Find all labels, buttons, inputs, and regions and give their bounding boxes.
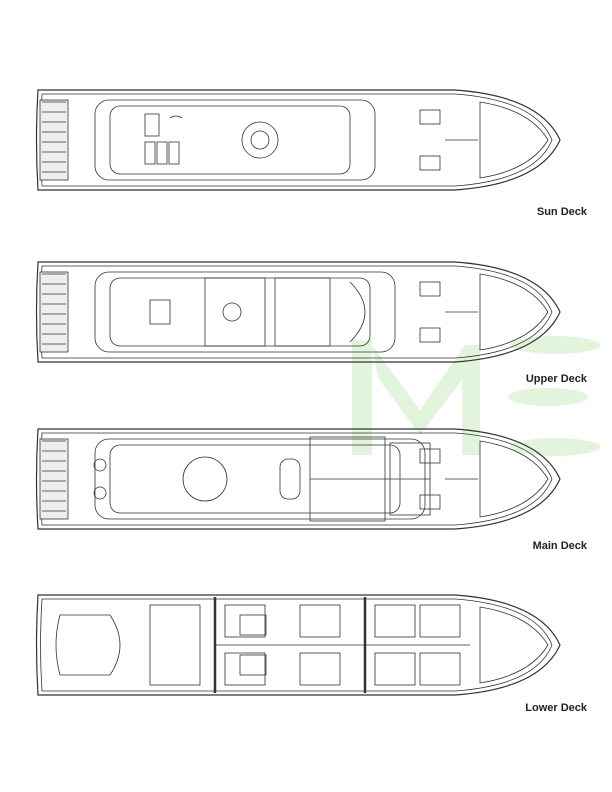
lower-deck-label: Lower Deck [525,702,587,714]
watermark-logo [352,336,600,456]
hull-outline [35,428,561,530]
main-deck-label: Main Deck [532,540,587,552]
upper-deck-label: Upper Deck [525,373,587,385]
hull-inner-line [40,598,553,692]
sun-deck-plan [35,89,561,191]
hull-outline [35,261,561,363]
hull-outline [35,594,561,696]
lower-deck-plan [35,594,561,696]
hull-outline [35,89,561,191]
sun-deck-label: Sun Deck [536,206,587,218]
upper-deck-plan [35,261,561,363]
main-deck-plan [35,428,561,530]
